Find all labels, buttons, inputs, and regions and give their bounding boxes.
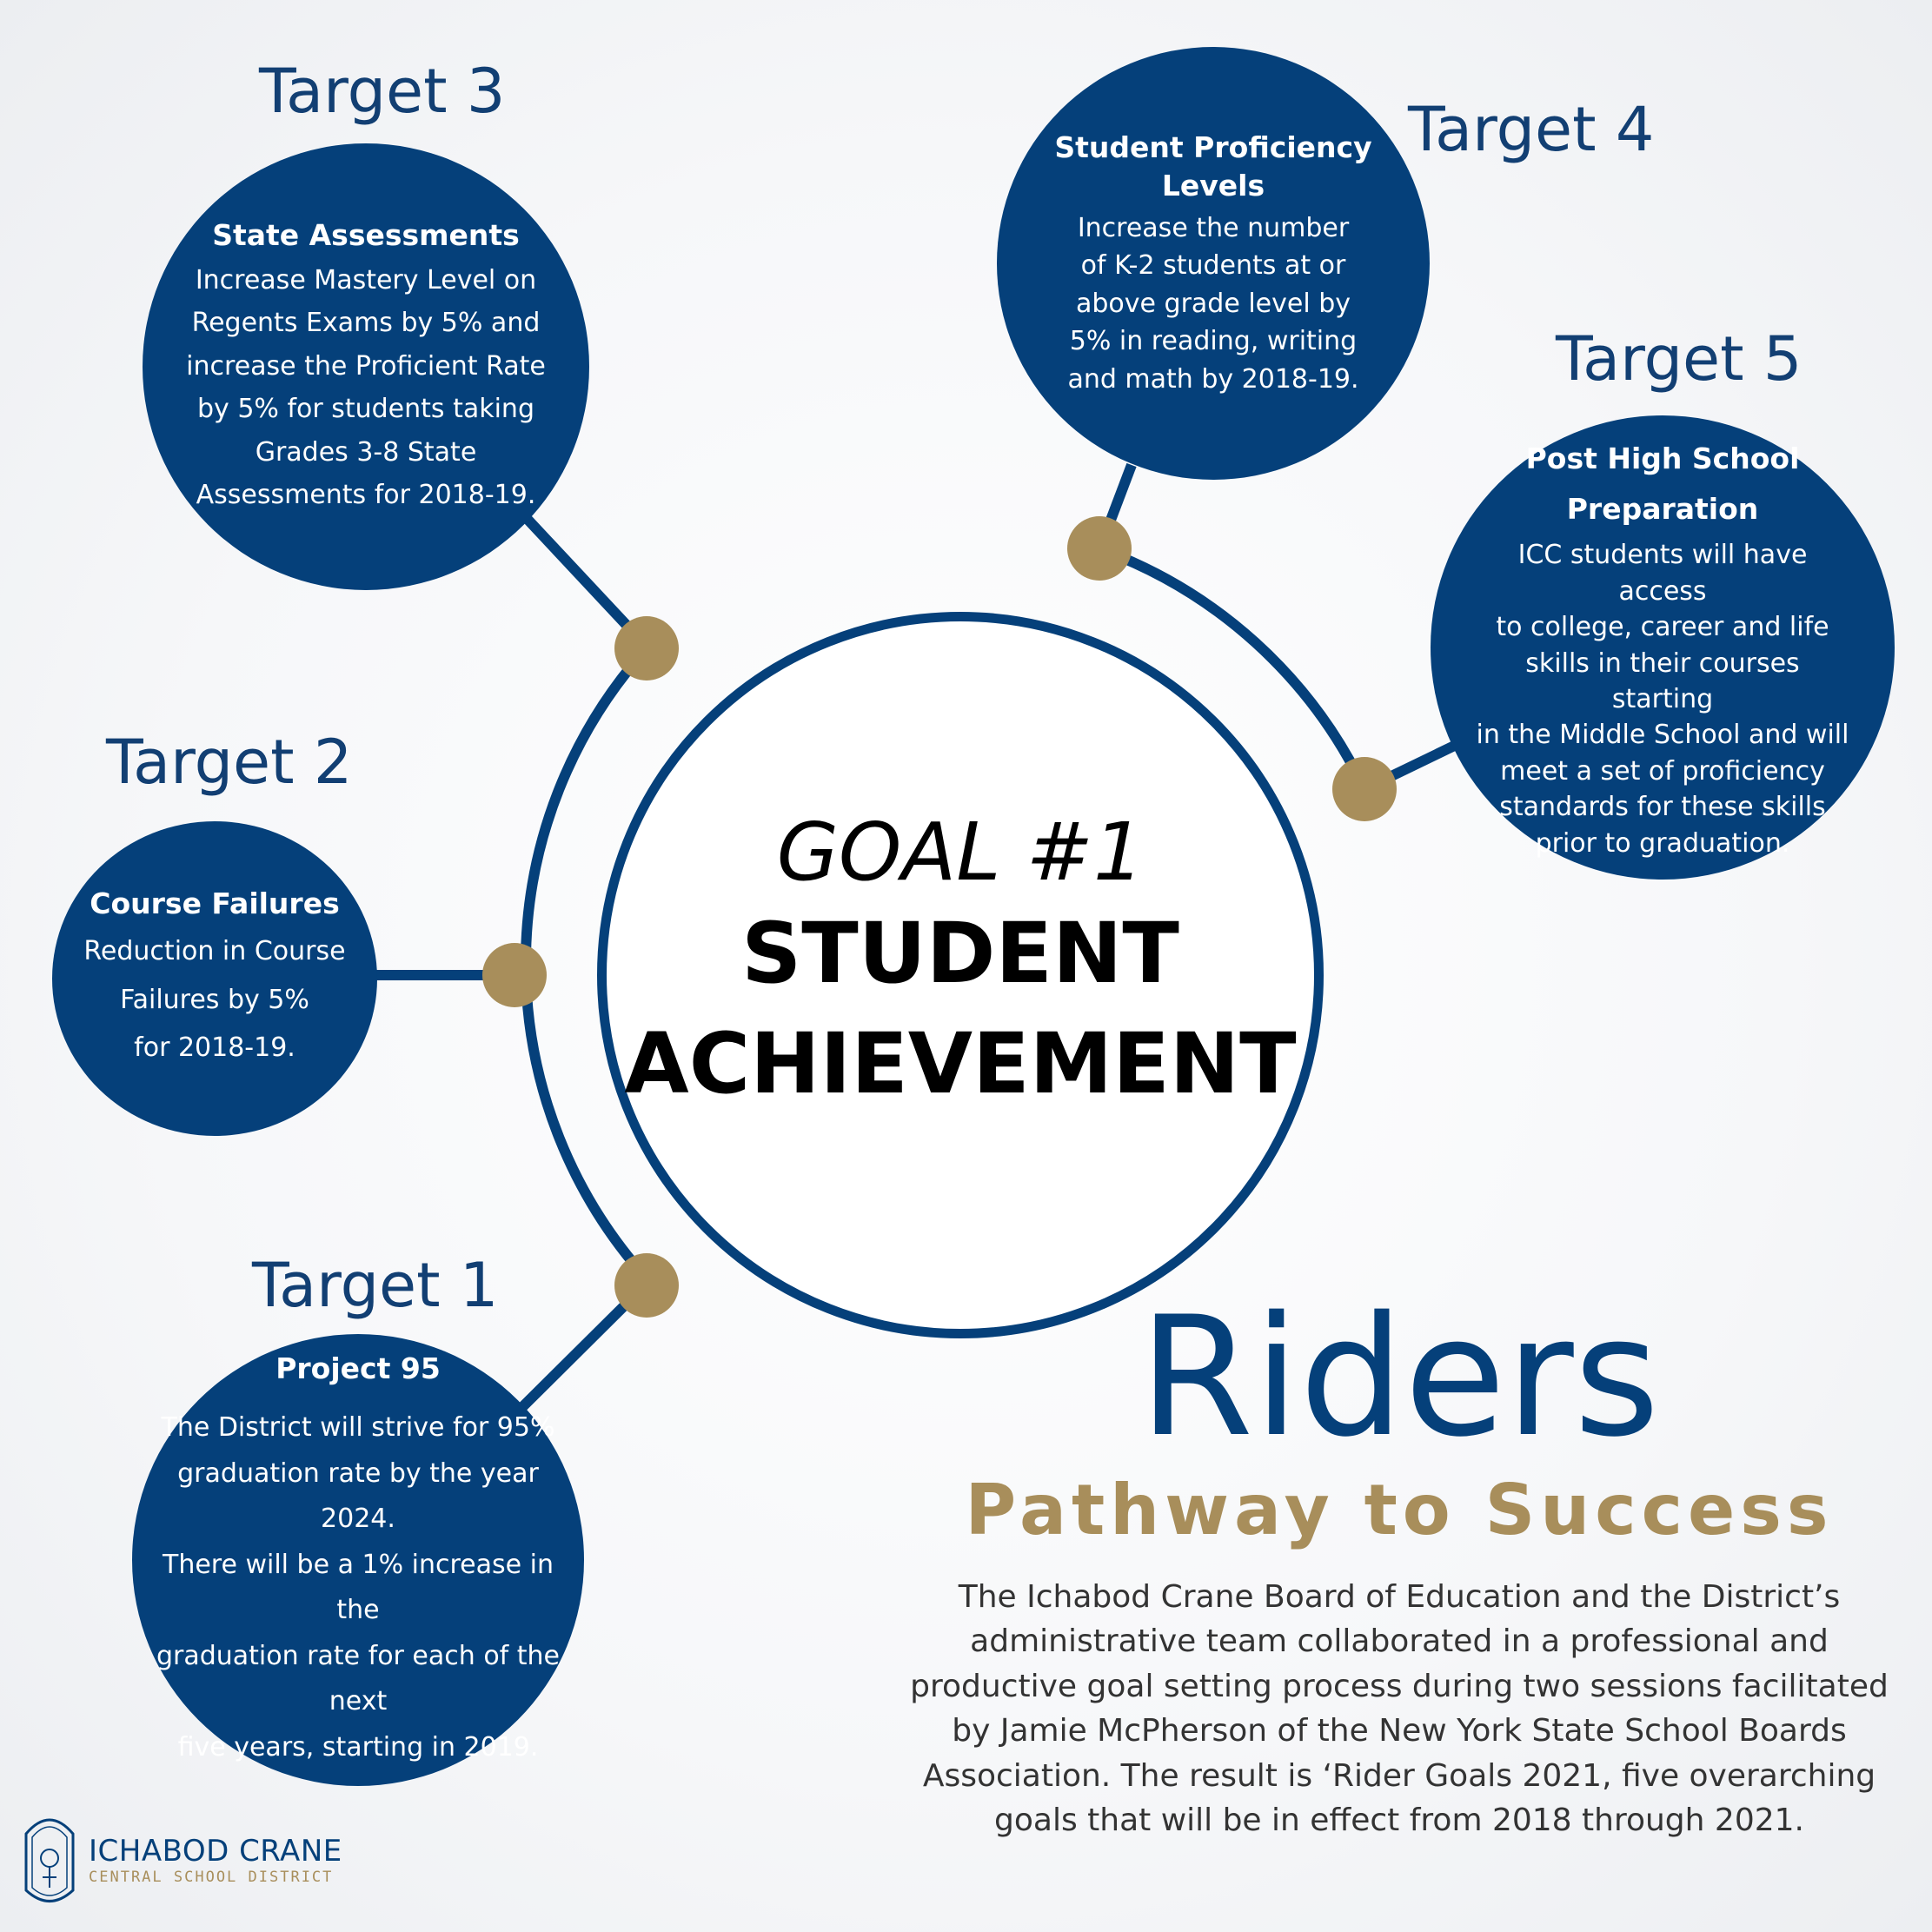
goal-number: GOAL #1 — [776, 805, 1145, 899]
target-3-label: Target 3 — [259, 56, 506, 127]
logo-name: ICHABOD CRANE — [89, 1834, 342, 1869]
target-1-title: Project 95 — [276, 1351, 441, 1385]
target-4-bubble: Student Proficiency Levels Increase the … — [997, 47, 1430, 480]
connector-dot-target-2 — [482, 943, 547, 1007]
target-2-body: Reduction in Course Failures by 5% for 2… — [83, 936, 346, 1064]
target-5-title: Post High School Preparation — [1525, 441, 1800, 526]
target-1-label: Target 1 — [252, 1250, 499, 1321]
connector-dot-target-5 — [1332, 757, 1397, 821]
connector-dot-target-4 — [1067, 516, 1132, 581]
school-seal-icon — [24, 1818, 75, 1902]
goal-title-line-1: STUDENT — [741, 904, 1179, 1002]
goal-title-line-2: ACHIEVEMENT — [624, 1014, 1297, 1112]
target-2-label: Target 2 — [106, 727, 353, 798]
target-2-bubble: Course Failures Reduction in Course Fail… — [52, 821, 377, 1136]
pathway-tagline: Pathway to Success — [965, 1470, 1834, 1550]
right-arc — [1096, 543, 1370, 792]
target-4-body: Increase the number of K-2 students at o… — [1067, 212, 1359, 395]
target-1-bubble: Project 95 The District will strive for … — [132, 1334, 584, 1786]
connector-dot-target-1 — [614, 1253, 679, 1318]
target-5-body: ICC students will have access to college… — [1476, 540, 1849, 859]
target-3-title: State Assessments — [212, 218, 520, 253]
target-2-title: Course Failures — [90, 886, 340, 921]
district-logo: ICHABOD CRANE CENTRAL SCHOOL DISTRICT — [19, 1808, 342, 1912]
logo-subtitle: CENTRAL SCHOOL DISTRICT — [89, 1869, 334, 1886]
connector-dot-target-3 — [614, 616, 679, 681]
goal-title: STUDENT ACHIEVEMENT — [624, 899, 1296, 1119]
target-4-label: Target 4 — [1408, 94, 1655, 165]
description-paragraph: The Ichabod Crane Board of Education and… — [910, 1579, 1889, 1839]
target-3-bubble: State Assessments Increase Mastery Level… — [143, 143, 589, 590]
target-5-bubble: Post High School Preparation ICC student… — [1431, 415, 1895, 880]
goal-circle: GOAL #1 STUDENT ACHIEVEMENT — [597, 612, 1324, 1338]
target-1-body: The District will strive for 95% graduat… — [156, 1412, 561, 1763]
target-5-label: Target 5 — [1556, 323, 1803, 395]
target-3-body: Increase Mastery Level on Regents Exams … — [186, 264, 546, 511]
target-4-title: Student Proficiency Levels — [1054, 129, 1372, 203]
riders-heading: Riders — [1139, 1281, 1660, 1473]
